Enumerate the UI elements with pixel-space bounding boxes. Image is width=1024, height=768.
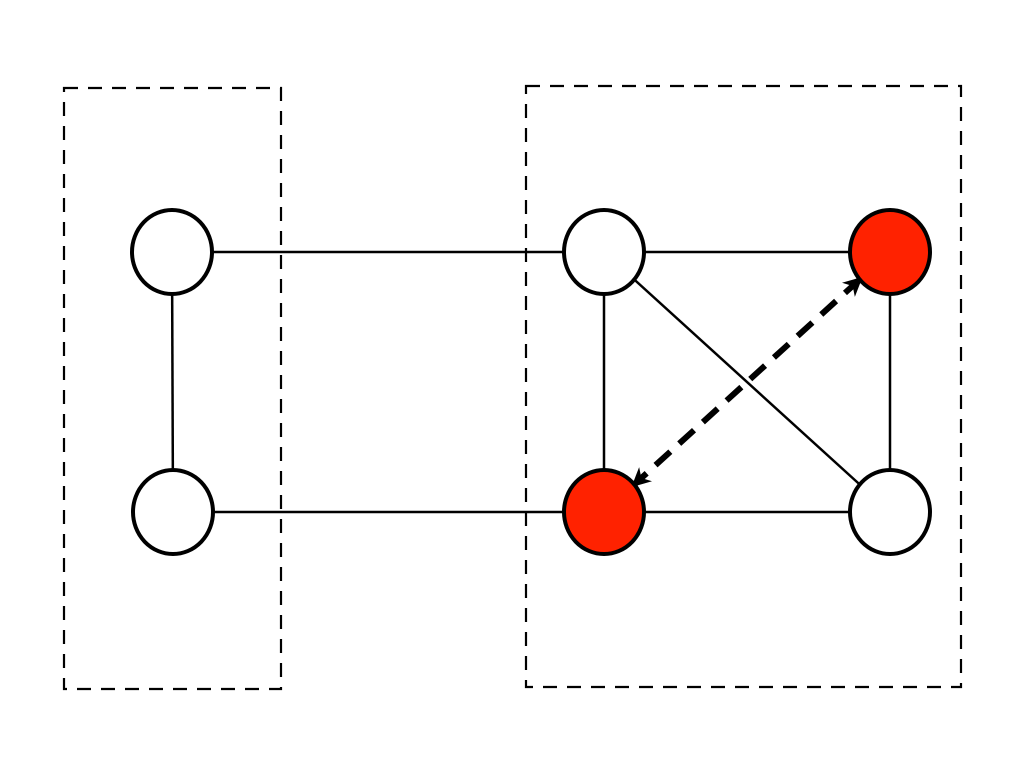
edges (170, 250, 892, 514)
node-n6 (848, 468, 932, 556)
group-right-box (524, 84, 963, 689)
node-n3 (562, 208, 646, 296)
group-boxes (62, 84, 963, 691)
dashed-relation (631, 276, 863, 488)
node-n1 (130, 208, 214, 296)
group-left-box (62, 86, 283, 691)
nodes (130, 208, 932, 556)
relation-arrow-n4-n5 (631, 276, 863, 488)
node-n5 (562, 468, 646, 556)
edge-n1-n2 (170, 293, 175, 471)
node-n4 (848, 208, 932, 296)
node-n2 (131, 468, 215, 556)
